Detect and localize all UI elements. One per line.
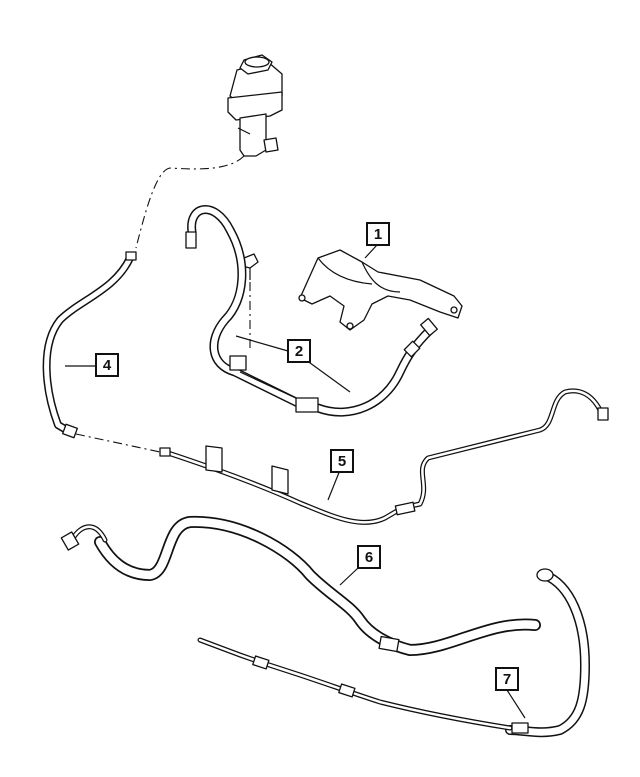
callout-2: 2 xyxy=(235,335,351,393)
callout-1-label: 1 xyxy=(374,226,382,243)
reservoir-assembly[interactable] xyxy=(227,54,283,157)
callout-4: 4 xyxy=(65,353,119,377)
reservoir-connection-line xyxy=(135,155,245,249)
callout-7: 7 xyxy=(495,667,526,719)
callout-6-label: 6 xyxy=(365,549,373,566)
return-hose-connection-line xyxy=(75,433,161,453)
return-line[interactable] xyxy=(197,568,590,738)
heat-shield[interactable] xyxy=(298,249,463,331)
callout-5-label: 5 xyxy=(338,453,346,470)
cooler-tube[interactable] xyxy=(159,388,609,525)
callout-7-label: 7 xyxy=(503,671,511,688)
callout-4-label: 4 xyxy=(103,357,112,374)
cooler-hose[interactable] xyxy=(60,515,541,656)
pressure-hose[interactable] xyxy=(185,205,438,417)
callout-1: 1 xyxy=(364,222,390,259)
callout-2-label: 2 xyxy=(295,343,303,360)
callout-5: 5 xyxy=(327,449,354,501)
callout-6: 6 xyxy=(339,545,381,586)
return-hose[interactable] xyxy=(42,251,137,439)
